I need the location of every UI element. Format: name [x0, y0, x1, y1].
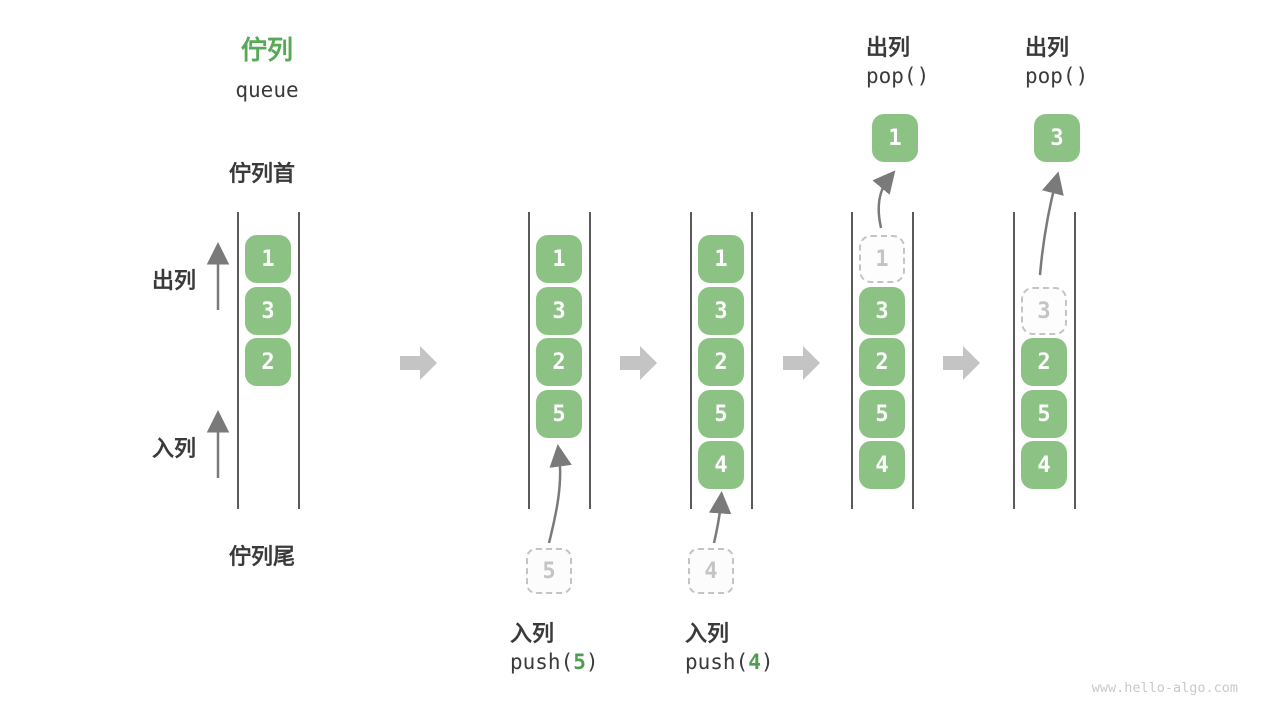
enqueue-op-label: 入列 — [510, 621, 555, 646]
queue-slot: 4 — [859, 441, 905, 489]
queue-slot: 2 — [859, 338, 905, 386]
dequeue-op-code: pop() — [1025, 64, 1089, 88]
dequeue-side-label: 出列 — [152, 268, 197, 293]
queue-wall-left — [237, 212, 239, 509]
queue-wall-right — [589, 212, 591, 509]
queue-slot: 5 — [859, 390, 905, 438]
enqueue-op-code: push(5) — [510, 650, 599, 674]
queue-slot: 2 — [698, 338, 744, 386]
queue-rear-label: 佇列尾 — [229, 544, 296, 569]
queue-slot: 5 — [536, 390, 582, 438]
page-title: 佇列 — [240, 35, 293, 65]
popped-value-box: 1 — [872, 114, 918, 162]
queue-slot: 1 — [245, 235, 291, 283]
queue-slot: 2 — [1021, 338, 1067, 386]
queue-wall-left — [528, 212, 530, 509]
code-suffix: ) — [585, 650, 599, 674]
queue-wall-right — [912, 212, 914, 509]
queue-wall-left — [851, 212, 853, 509]
queue-slot: 3 — [245, 287, 291, 335]
dequeue-op-label: 出列 — [866, 35, 911, 60]
queue-slot: 1 — [698, 235, 744, 283]
queue-wall-right — [1074, 212, 1076, 509]
step-arrow-icon — [783, 346, 820, 380]
queue-slot: 5 — [698, 390, 744, 438]
queue-wall-left — [1013, 212, 1015, 509]
enqueue-op-code: push(4) — [685, 650, 774, 674]
queue-front-label: 佇列首 — [229, 161, 296, 186]
dequeue-op-code: pop() — [866, 64, 930, 88]
queue-wall-right — [298, 212, 300, 509]
queue-wall-left — [690, 212, 692, 509]
push5-arrow-icon — [547, 444, 572, 544]
pop3-arrow-icon — [1038, 171, 1064, 276]
code-arg: 4 — [748, 650, 761, 674]
queue-wall-right — [751, 212, 753, 509]
code-prefix: push( — [510, 650, 574, 674]
queue-slot: 1 — [536, 235, 582, 283]
queue-slot: 4 — [1021, 441, 1067, 489]
queue-slot: 5 — [1021, 390, 1067, 438]
dequeue-op-label: 出列 — [1025, 35, 1070, 60]
pending-value-box: 4 — [688, 548, 734, 594]
queue-slot: 2 — [245, 338, 291, 386]
step-arrow-icon — [620, 346, 657, 380]
watermark: www.hello-algo.com — [1091, 680, 1238, 696]
pop1-arrow-icon — [872, 170, 896, 229]
code-arg: 5 — [573, 650, 586, 674]
page-subtitle: queue — [235, 78, 299, 102]
push4-arrow-icon — [708, 491, 732, 544]
code-prefix: push( — [685, 650, 749, 674]
queue-slot: 3 — [859, 287, 905, 335]
queue-slot-ghost: 3 — [1021, 287, 1067, 335]
step-arrow-icon — [400, 346, 437, 380]
enqueue-side-label: 入列 — [152, 436, 197, 461]
pending-value-box: 5 — [526, 548, 572, 594]
enqueue-op-label: 入列 — [685, 621, 730, 646]
queue-slot: 4 — [698, 441, 744, 489]
step-arrow-icon — [943, 346, 980, 380]
title-block: 佇列 queue — [230, 30, 304, 102]
popped-value-box: 3 — [1034, 114, 1080, 162]
queue-slot: 3 — [536, 287, 582, 335]
code-suffix: ) — [760, 650, 774, 674]
queue-slot: 2 — [536, 338, 582, 386]
queue-slot-ghost: 1 — [859, 235, 905, 283]
queue-slot: 3 — [698, 287, 744, 335]
